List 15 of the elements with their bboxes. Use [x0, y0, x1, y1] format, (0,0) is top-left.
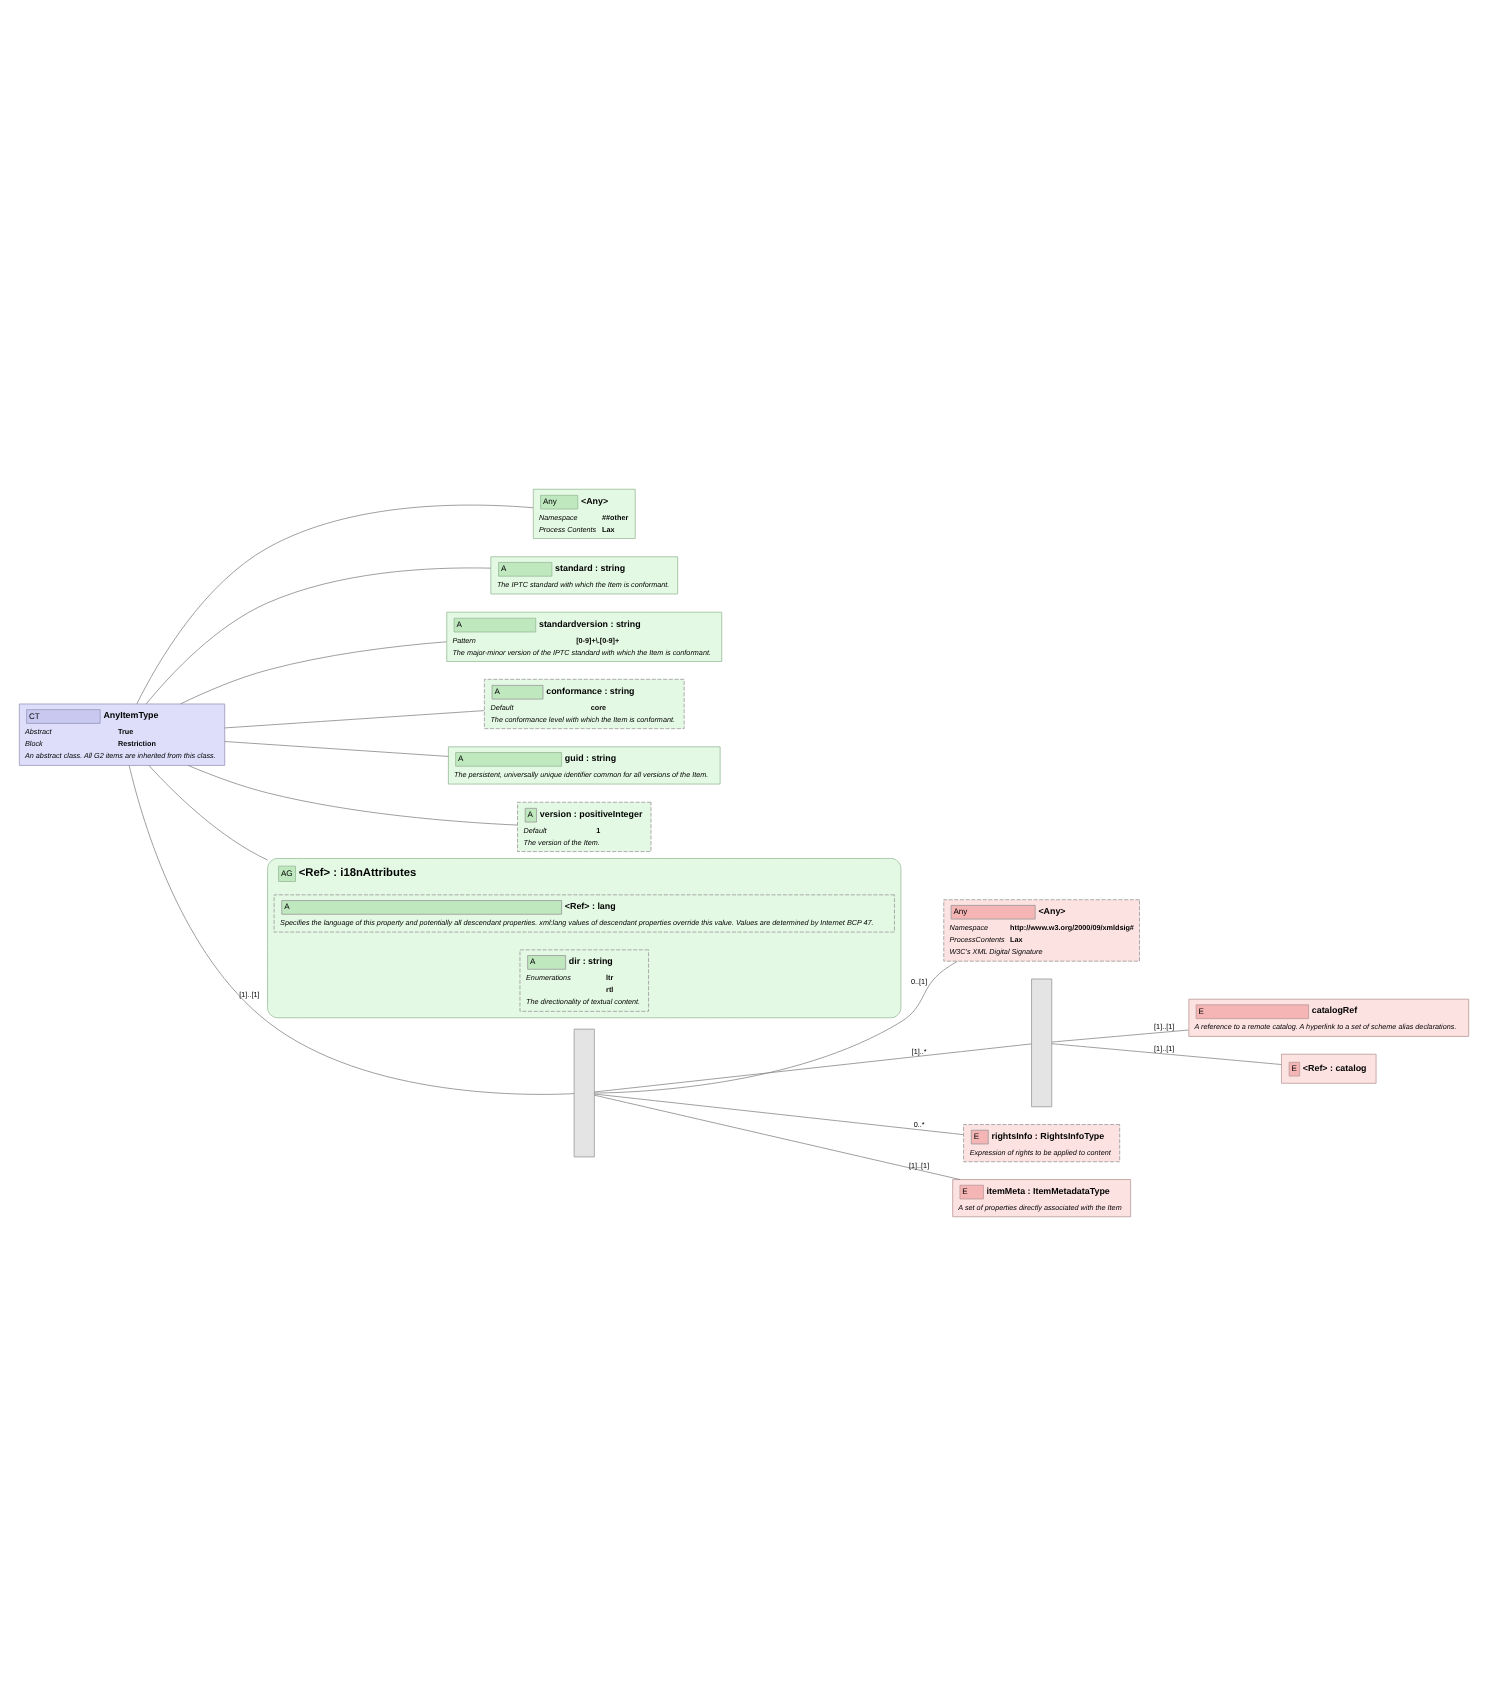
connector — [145, 567, 492, 705]
connector — [593, 1093, 964, 1136]
node-box — [1031, 978, 1053, 1108]
connector — [224, 710, 485, 729]
connector — [180, 641, 447, 705]
connector — [187, 765, 518, 826]
node-box — [573, 1028, 595, 1158]
connector — [128, 765, 575, 1095]
connector — [148, 765, 268, 861]
connector — [593, 1094, 961, 1180]
connector — [1051, 1043, 1282, 1065]
connector — [1051, 1029, 1189, 1043]
connector — [593, 1043, 1032, 1093]
connector — [224, 741, 449, 757]
connector — [594, 960, 958, 1094]
